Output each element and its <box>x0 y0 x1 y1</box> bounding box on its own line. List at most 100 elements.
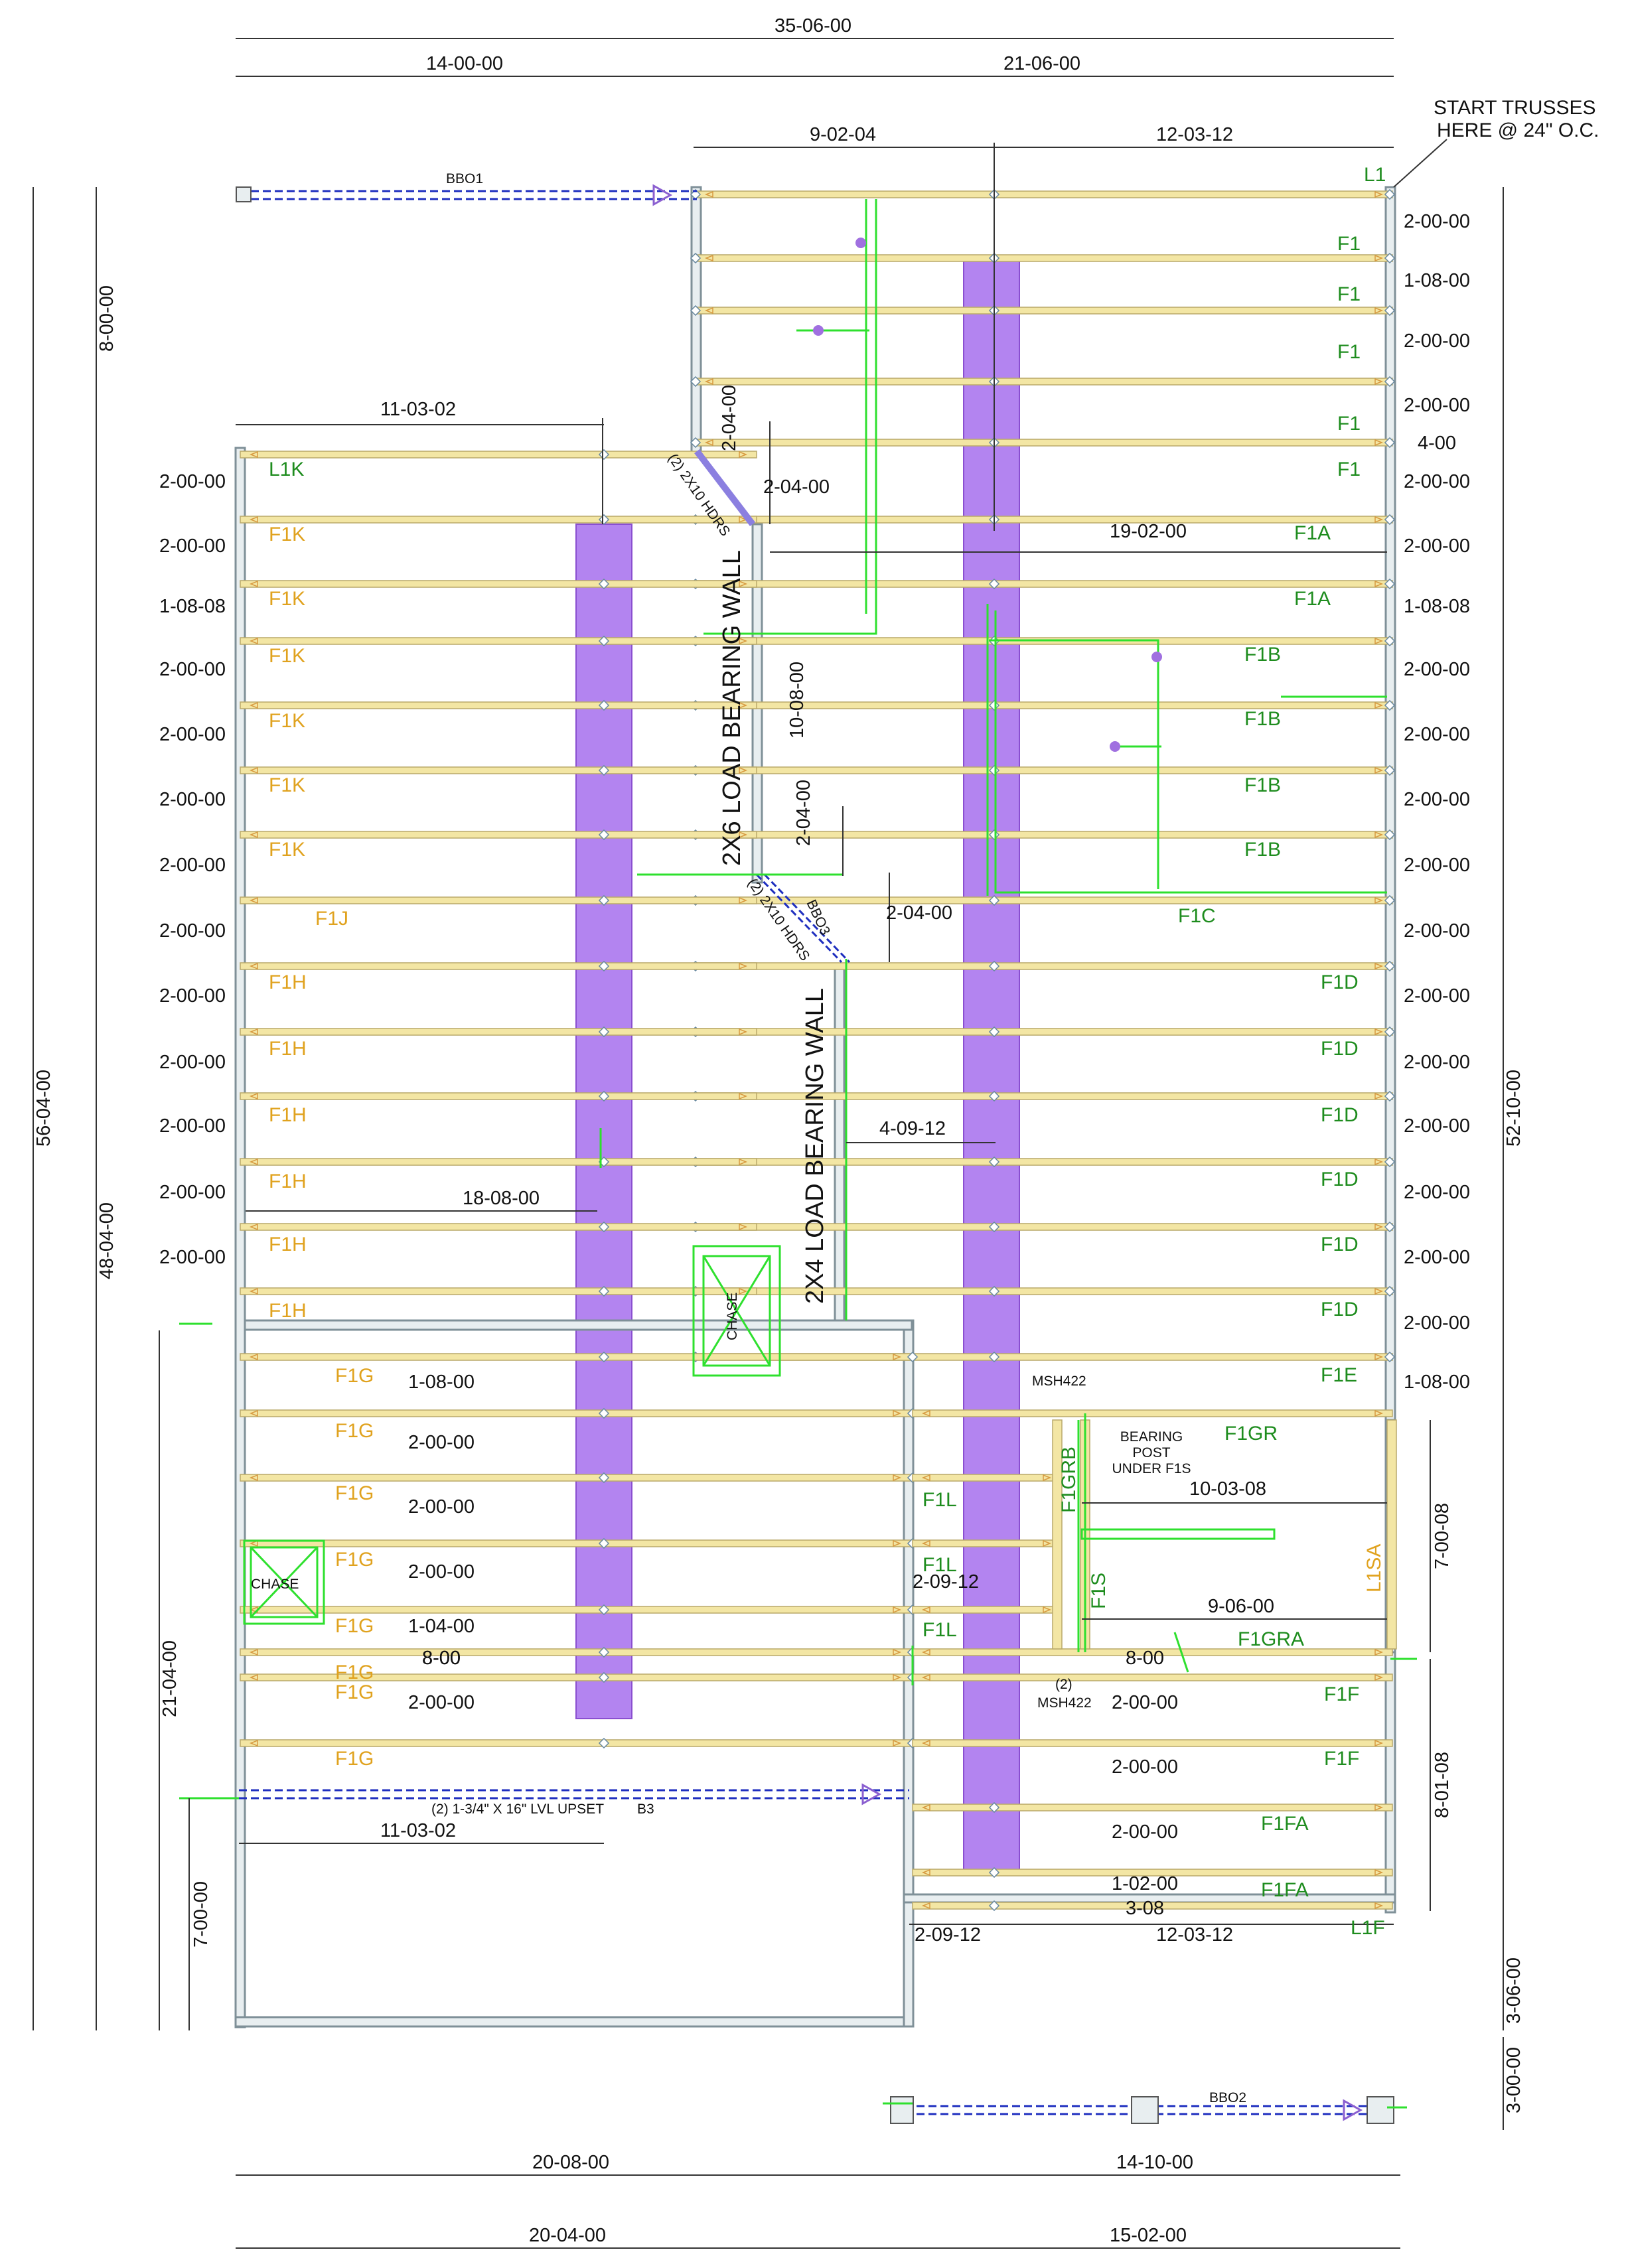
truss-right-6 <box>695 516 1393 524</box>
strongback-node-b-2 <box>988 1867 1000 1878</box>
strongback-node-b-1 <box>988 1802 1000 1813</box>
end-node-r-18 <box>1384 1285 1396 1297</box>
spacing-right-8: 1-08-08 <box>1404 596 1470 617</box>
truss-f1fa-2-arrow-r <box>1374 1869 1384 1877</box>
label-chase-1: CHASE <box>725 1293 740 1340</box>
truss-label-right-11: F1B <box>1244 839 1281 861</box>
truss-left-13-arrow-r <box>739 1223 748 1231</box>
dim-2-04-b: 2-04-00 <box>763 476 830 498</box>
end-node-r-11 <box>1384 829 1396 841</box>
truss-label-right-14: F1D <box>1321 1038 1359 1060</box>
truss-left-5-arrow-l <box>249 701 258 709</box>
beam-arrows <box>652 184 1363 2121</box>
spacing-left-4: 2-00-00 <box>159 659 226 680</box>
truss-left-11 <box>240 1092 757 1100</box>
truss-left-14 <box>240 1287 757 1295</box>
truss-right-2-bar <box>695 254 1393 262</box>
truss-label-g-7: F1G <box>335 1681 374 1703</box>
dim-left-overall-v: 56-04-00 <box>33 1070 54 1147</box>
truss-left-5-arrow-r <box>739 701 748 709</box>
label-b3: B3 <box>637 1802 654 1817</box>
strongback-node-l-3 <box>598 578 610 590</box>
dim-2-04-a: 2-04-00 <box>719 385 740 451</box>
strongback-node-g-5 <box>598 1604 610 1616</box>
strongback-node-l-4 <box>598 635 610 647</box>
truss-right-10-bar <box>695 766 1393 774</box>
strongback-node-r-18 <box>988 1285 1000 1297</box>
truss-labels-fixed: L1 L1K L1F F1GRB F1S F1GR F1GRA L1SA <box>269 164 1386 1939</box>
truss-label-left-4: F1K <box>269 710 305 732</box>
dim-right-overall-v: 52-10-00 <box>1503 1070 1524 1147</box>
spacing-right-20: 1-08-00 <box>1404 1372 1470 1393</box>
bearing-node-r-5 <box>690 437 702 449</box>
truss-right-2 <box>695 254 1393 262</box>
truss-label-f1fa-2: F1FA <box>1261 1879 1309 1901</box>
dim-bottom-1-right: 14-10-00 <box>1116 2152 1193 2173</box>
truss-label-right-10: F1B <box>1244 774 1281 796</box>
truss-g-3 <box>240 1474 911 1482</box>
truss-label-f1f-1: F1F <box>1324 1683 1359 1705</box>
truss-right-10-arrow-r <box>1374 766 1384 774</box>
end-node-r-2 <box>1384 252 1396 264</box>
dim-2-04-c: 2-04-00 <box>793 780 814 846</box>
strongback-node-g-1 <box>598 1351 610 1363</box>
truss-left-6 <box>240 766 757 774</box>
truss-g-4 <box>240 1539 911 1547</box>
truss-left-7-arrow-r <box>739 831 748 839</box>
truss-left-1-bar <box>240 451 757 459</box>
truss-g-2-arrow-r <box>893 1409 902 1417</box>
dim-left-top-v: 8-00-00 <box>96 285 117 352</box>
green-line-5 <box>994 610 1387 894</box>
truss-right-7 <box>695 580 1393 588</box>
truss-f1l-3-arrow-l <box>921 1606 930 1614</box>
strongback-node-r-17 <box>988 1221 1000 1233</box>
strongback-node-r-12 <box>988 894 1000 906</box>
spacing-right-12: 2-00-00 <box>1404 855 1470 876</box>
truss-gra-arrow-l <box>921 1648 930 1656</box>
green-rect-post <box>1080 1528 1276 1540</box>
truss-right-7-arrow-r <box>1374 580 1384 588</box>
truss-g-3-arrow-l <box>249 1474 258 1482</box>
wall-top-chase <box>244 1319 913 1331</box>
strongback-node-l-11 <box>598 1090 610 1102</box>
dim-top-right: 21-06-00 <box>1003 53 1080 74</box>
truss-left-6-arrow-r <box>739 766 748 774</box>
dim-8-00-a: 8-00 <box>422 1648 461 1669</box>
truss-right-14-arrow-r <box>1374 1028 1384 1036</box>
truss-right-14-bar <box>695 1028 1393 1036</box>
truss-left-8-bar <box>240 896 757 904</box>
strongback-node-r-15 <box>988 1090 1000 1102</box>
truss-left-2 <box>240 516 757 524</box>
truss-f1l-2-arrow-l <box>921 1539 930 1547</box>
truss-g-8 <box>240 1739 911 1747</box>
dim-1-02: 1-02-00 <box>1112 1873 1178 1894</box>
truss-left-6-arrow-l <box>249 766 258 774</box>
spacing-right-17: 2-00-00 <box>1404 1182 1470 1203</box>
truss-label-left-9: F1H <box>269 1038 307 1060</box>
label-f1gra: F1GRA <box>1238 1628 1304 1650</box>
strongback-node-l-13 <box>598 1221 610 1233</box>
truss-g-3-bar <box>240 1474 911 1482</box>
truss-right-3-arrow-r <box>1374 307 1384 315</box>
truss-f1f-2 <box>912 1739 1393 1747</box>
truss-right-5-arrow-l <box>704 439 713 447</box>
truss-right-3 <box>695 307 1393 315</box>
label-post-1: BEARING <box>1120 1429 1183 1445</box>
truss-left-14-arrow-l <box>249 1287 258 1295</box>
strongback-node-r-10 <box>988 764 1000 776</box>
truss-label-left-1: F1K <box>269 524 305 545</box>
spacing-mid-right: 2-00-002-00-002-00-00 <box>1112 1692 1178 1843</box>
truss-gr-bar <box>912 1409 1393 1417</box>
truss-left-3-arrow-r <box>739 580 748 588</box>
truss-right-17-bar <box>695 1223 1393 1231</box>
beam-hdr2-b <box>763 873 851 963</box>
spacing-midr-2: 2-00-00 <box>1112 1756 1178 1778</box>
end-node-r-19 <box>1384 1351 1396 1363</box>
dim-10-03: 10-03-08 <box>1189 1478 1266 1500</box>
bearing-node-r-4 <box>690 376 702 388</box>
truss-f1l-1-bar <box>912 1474 1061 1482</box>
dim-right-gr-v: 7-00-08 <box>1432 1503 1453 1569</box>
truss-left-10-arrow-l <box>249 1028 258 1036</box>
truss-left-5 <box>240 701 757 709</box>
